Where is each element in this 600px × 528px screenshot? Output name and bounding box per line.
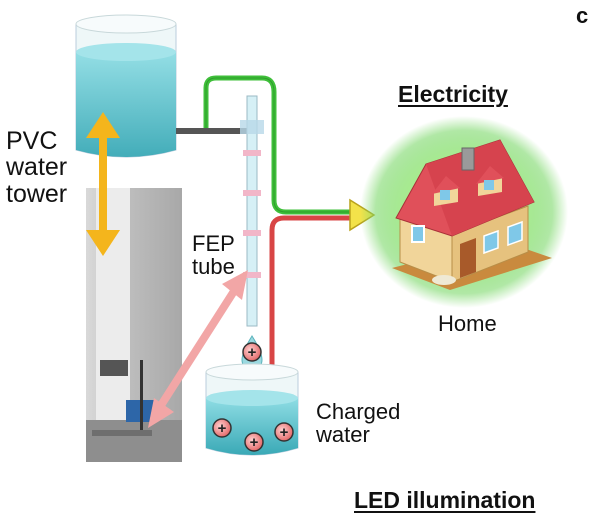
water-charge-3: +: [280, 424, 289, 441]
home-label: Home: [438, 311, 497, 336]
electricity-heading: Electricity: [398, 81, 508, 107]
tower-label-line-3: tower: [6, 179, 68, 208]
charged-water-label: Charged water: [316, 400, 400, 446]
water-charge-1: +: [218, 420, 227, 437]
droplet-charge: +: [248, 344, 257, 361]
red-wire: [269, 215, 352, 400]
outlet-pipe: [176, 128, 248, 134]
tower-label-line-2: water: [6, 153, 68, 182]
tower-label-line-1: PVC: [6, 127, 58, 155]
water-charges: + + +: [212, 418, 294, 452]
charged-label-line-2: water: [316, 422, 370, 448]
fep-tube-label: FEP tube: [192, 232, 235, 278]
yellow-double-arrow-icon: [86, 112, 120, 256]
led-illumination-heading: LED illumination: [354, 487, 536, 513]
green-wire: [203, 75, 352, 215]
pvc-tower-label: PVC water tower: [6, 128, 67, 207]
pink-double-arrow-icon: [148, 270, 248, 428]
fep-label-line-2: tube: [192, 254, 235, 280]
panel-letter: c: [576, 3, 589, 28]
fep-tube: [240, 95, 264, 327]
charged-label-line-1: Charged: [316, 399, 401, 424]
charged-droplet: +: [241, 335, 263, 371]
house-icon: [360, 116, 568, 308]
fep-label-line-1: FEP: [192, 231, 235, 256]
pvc-tower-photo: [86, 188, 182, 462]
water-charge-2: +: [250, 434, 259, 451]
